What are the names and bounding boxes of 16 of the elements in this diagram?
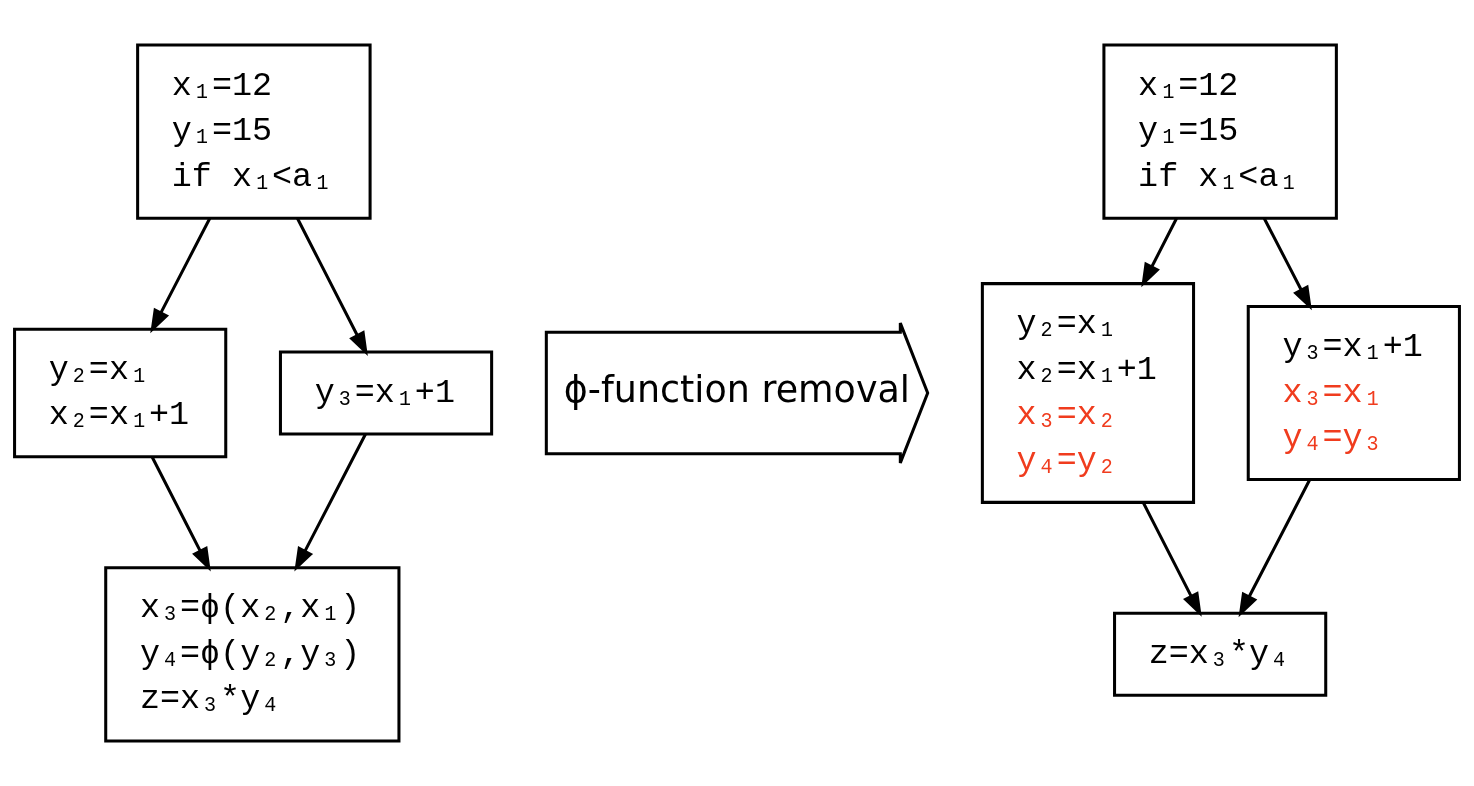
arrow [150,217,212,334]
node-box: x₃=ϕ(x₂,x₁) y₄=ϕ(y₂,y₃) z=x₃*y₄ [104,566,401,743]
arrow [294,433,367,572]
node-box: y₃=x₁+1 x₃=x₁ y₄=y₃ [1246,304,1461,482]
node-box: y₂=x₁ x₂=x₁+1 [13,327,228,459]
node-box: z=x₃*y₄ [1113,611,1328,697]
arrow [1238,479,1312,618]
arrow [296,217,368,356]
node-box: x₁=12 y₁=15 if x₁<a₁ [1102,43,1338,220]
node-box: y₃=x₁+1 [278,350,494,436]
node-box: x₁=12 y₁=15 if x₁<a₁ [136,43,372,220]
arrow [150,456,211,572]
arrow [1141,501,1202,617]
arrow [1141,217,1178,288]
node-box: y₂=x₁ x₂=x₁+1 x₃=x₂ y₄=y₂ [980,282,1196,504]
arrow [1262,217,1312,311]
